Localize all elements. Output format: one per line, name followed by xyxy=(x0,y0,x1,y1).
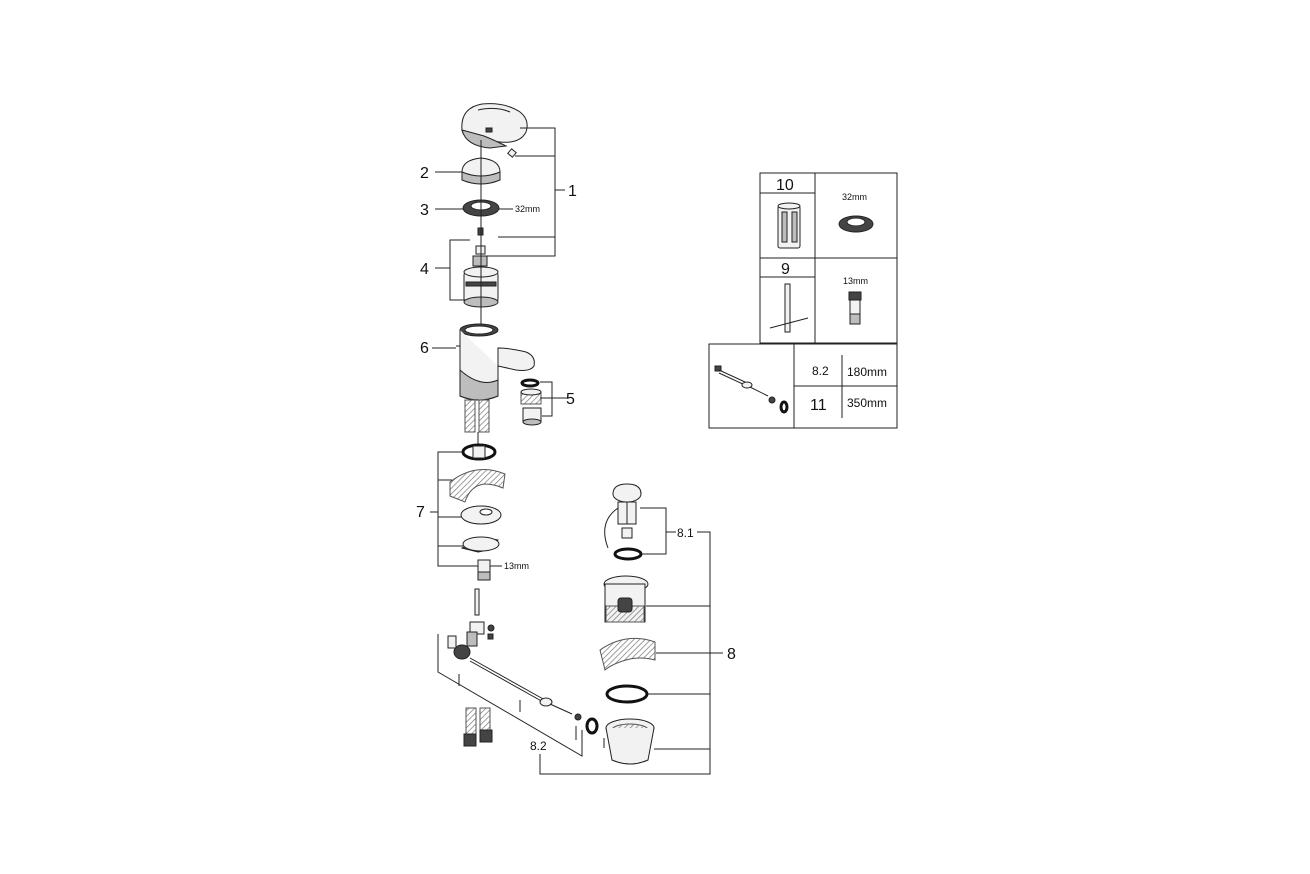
faucet-body xyxy=(456,323,535,401)
label-part-8-1: 8.1 xyxy=(677,526,694,540)
spare-size-13mm: 13mm xyxy=(843,276,868,286)
spare-cartridge-drawing xyxy=(777,202,801,249)
label-part-2: 2 xyxy=(420,165,429,182)
spare-ring-drawing xyxy=(838,215,874,233)
spare-size-32mm: 32mm xyxy=(842,192,867,202)
waste-assembly xyxy=(599,483,656,765)
label-part-8-2: 8.2 xyxy=(530,739,547,753)
pop-up-rod-assembly xyxy=(447,621,599,735)
spare-parts-box: 10 32mm 9 13mm xyxy=(759,172,898,344)
leader-lines xyxy=(430,127,723,775)
spare-key-drawing xyxy=(769,283,809,333)
label-nut-13mm: 13mm xyxy=(504,561,529,571)
label-part-3: 3 xyxy=(420,202,429,219)
label-ring-32mm: 32mm xyxy=(515,204,540,214)
rod-row-2-part: 11 xyxy=(810,397,827,414)
aerator-part-5 xyxy=(520,378,542,426)
label-part-1: 1 xyxy=(568,183,577,200)
rod-row-1-length: 180mm xyxy=(847,365,887,379)
label-part-7: 7 xyxy=(416,504,425,521)
label-part-8: 8 xyxy=(727,646,736,663)
label-part-4: 4 xyxy=(420,261,429,278)
spare-number-9: 9 xyxy=(781,261,790,278)
rod-length-table: 8.2 180mm 11 350mm xyxy=(708,343,898,429)
rod-drawing xyxy=(714,365,789,414)
lever-handle xyxy=(461,103,528,158)
screw-part-4 xyxy=(472,227,488,267)
spare-number-10: 10 xyxy=(776,177,794,194)
spare-nut-drawing xyxy=(848,291,862,325)
label-part-6: 6 xyxy=(420,340,429,357)
fixing-set-part-7 xyxy=(449,443,506,616)
rod-row-1-part: 8.2 xyxy=(812,364,829,378)
label-part-5: 5 xyxy=(566,391,575,408)
flex-hoses xyxy=(464,399,490,448)
supply-hoses xyxy=(463,707,493,747)
rod-row-2-length: 350mm xyxy=(847,396,887,410)
